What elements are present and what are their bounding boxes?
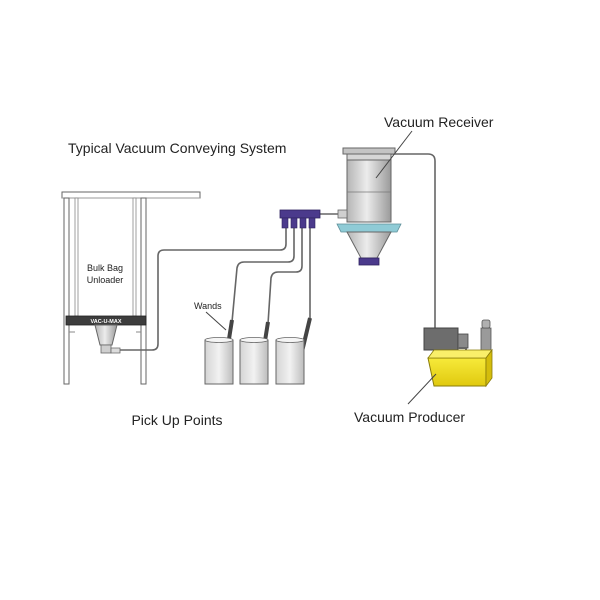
- bulk-bag-unloader: VAC-U-MAX Bulk Bag Unloader: [61, 191, 201, 385]
- receiver-cone: [346, 231, 392, 259]
- wand-hose-1: [231, 226, 295, 323]
- frame-top-rail: [61, 191, 201, 199]
- frame-leg-right: [140, 197, 147, 385]
- vacuum-receiver-label: Vacuum Receiver: [384, 114, 494, 130]
- vacuum-line: [391, 153, 436, 330]
- frame-brand-text: VAC-U-MAX: [90, 319, 121, 325]
- receiver-collar: [336, 223, 402, 233]
- container-2: [239, 337, 269, 385]
- vacuum-receiver: Vacuum Receiver: [336, 114, 494, 266]
- pick-up-points-label: Pick Up Points: [131, 412, 222, 428]
- producer-base: [427, 357, 487, 387]
- wand-hose-2: [267, 226, 303, 325]
- wands-label: Wands: [194, 301, 222, 311]
- bulk-bag-label-line1: Bulk Bag: [87, 263, 123, 273]
- vacuum-receiver-leader: [375, 130, 413, 179]
- manifold: [279, 209, 321, 229]
- container-1: [204, 337, 234, 385]
- convey-lines: [120, 153, 436, 351]
- bulk-bag-label-line2: Unloader: [87, 275, 124, 285]
- container-3: [275, 337, 305, 385]
- pick-up-points: Wands Pick Up Points: [131, 301, 312, 428]
- receiver-discharge-valve: [358, 257, 380, 266]
- diagram-title: Typical Vacuum Conveying System: [68, 140, 286, 156]
- frame-leg-left: [63, 197, 70, 385]
- receiver-body: [346, 159, 392, 223]
- vacuum-producer: Vacuum Producer: [354, 319, 493, 425]
- producer-motor: [423, 327, 459, 351]
- vacuum-producer-leader: [407, 373, 437, 405]
- wands-leader: [205, 311, 227, 331]
- unloader-hopper: [94, 324, 118, 346]
- vacuum-producer-label: Vacuum Producer: [354, 409, 465, 425]
- main-convey-line: [120, 226, 287, 351]
